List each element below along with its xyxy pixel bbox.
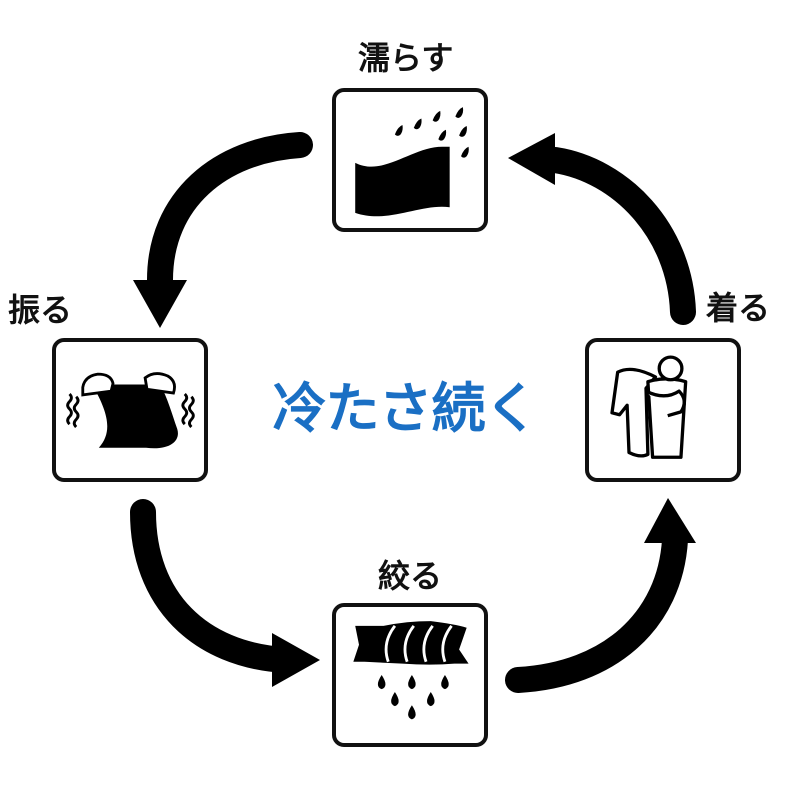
step-label-wear: 着る [706, 289, 771, 327]
step-label-wet: 濡らす [358, 39, 454, 77]
arrowhead-left-icon [508, 133, 555, 185]
arrowhead-right-icon [272, 633, 320, 687]
step-box-wring [332, 603, 488, 747]
center-title: 冷たさ続く [272, 377, 539, 440]
arrowhead-up-icon [644, 498, 696, 543]
arrow-wring-to-wear [505, 527, 688, 693]
arrow-shake-to-wring [130, 499, 298, 673]
step-box-wet [332, 88, 488, 232]
arrow-wear-to-shake-up [542, 147, 696, 325]
step-box-shake [52, 338, 208, 482]
person-wearing-towel-icon [610, 355, 688, 459]
step-label-wring: 絞る [378, 557, 443, 595]
wringing-drops-icon [353, 621, 469, 720]
fabric-rain-icon [355, 107, 469, 217]
arrow-wet-to-shake [147, 132, 313, 293]
hands-shaking-cloth-icon [66, 372, 195, 449]
arrowhead-down-icon [133, 280, 187, 328]
step-box-wear [585, 338, 741, 482]
step-label-shake: 振る [8, 291, 73, 329]
